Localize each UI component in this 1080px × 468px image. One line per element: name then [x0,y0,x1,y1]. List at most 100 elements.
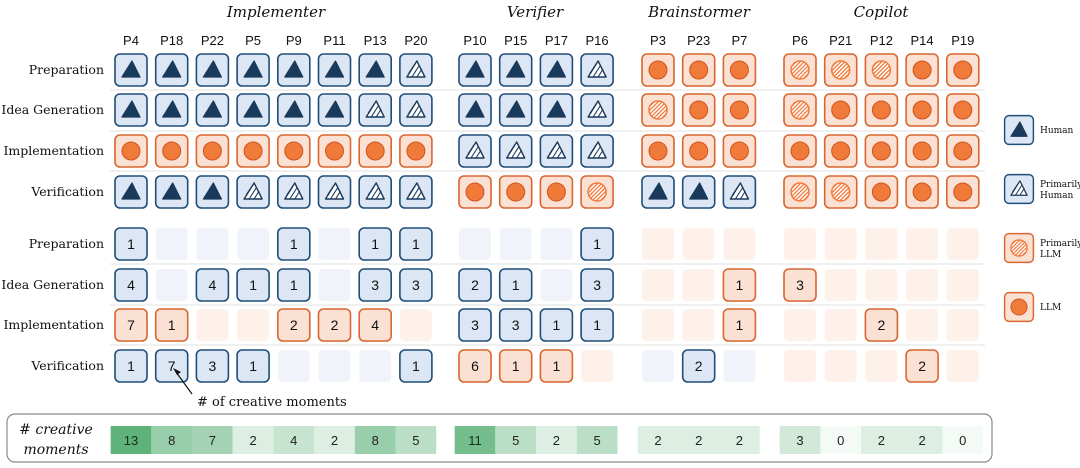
moment-cell: 3 [458,308,492,342]
summary-cell-fill [779,426,821,454]
llm-circle-icon [729,141,749,161]
summary-count: 2 [918,433,925,448]
annotation-text: # of creative moments [197,395,347,410]
summary-count: 5 [593,433,600,448]
moment-cell-empty [682,269,715,301]
human-triangle-icon [506,100,526,118]
summary-count: 2 [249,433,256,448]
moment-count: 7 [127,317,135,333]
human-triangle-icon [324,60,345,78]
moment-cell-empty [682,309,715,341]
moment-cell-empty [642,350,674,382]
summary-cell-fill [861,426,902,454]
role-cell [458,134,492,168]
role-cell [539,93,574,127]
summary-cell: 2 [861,426,902,454]
summary-cell: 7 [192,426,233,454]
primarily-llm-circle-icon [871,60,892,80]
moment-cell: 3 [580,268,614,302]
role-cell [580,93,614,127]
moment-count: 3 [593,277,601,293]
moment-cell-empty [642,269,674,301]
human-triangle-icon [162,100,182,118]
summary-count: 13 [124,433,138,448]
summary-count: 2 [695,433,702,448]
moment-cell-empty [784,309,816,341]
moment-cell-box [539,308,574,342]
moment-cell: 1 [722,308,757,342]
moment-cell: 4 [195,268,230,302]
moment-cell [784,228,816,260]
moment-cell-empty [865,269,898,301]
moment-cell [459,228,491,260]
moment-count: 3 [512,317,520,333]
moment-cell-empty [784,228,816,260]
moment-cell-box [458,308,492,342]
llm-circle-icon [729,100,749,120]
moment-cell-empty [318,269,351,301]
moment-cell [499,228,532,260]
moment-cell-box [498,268,533,302]
summary-cell: 8 [151,426,193,454]
moment-cell-empty [642,228,674,260]
moment-cell-box [539,349,574,383]
role-cell [114,134,148,168]
role-cell [195,134,230,168]
moment-cell-box [399,268,433,302]
llm-circle-icon [406,141,426,161]
moment-cell: 1 [276,227,311,261]
role-stage-label: Verification [30,184,104,199]
role-cell [458,53,492,87]
moment-cell-empty [237,228,270,260]
participant-id: P16 [586,33,609,48]
moment-cell [399,309,432,341]
moment-count: 4 [209,277,217,293]
primarily-human-triangle-icon [406,182,426,200]
legend-swatch [1003,173,1035,205]
role-cell [681,53,716,87]
moment-cell-box [580,308,614,342]
llm-circle-icon [506,182,526,202]
human-triangle-icon [162,182,182,200]
role-cell [317,93,352,127]
moment-cell-box [276,268,311,302]
moment-cell [540,228,573,260]
moment-cell: 4 [358,308,393,342]
moment-count: 2 [331,317,339,333]
moment-cell-box [681,349,716,383]
role-cell [580,53,614,87]
moment-cell-empty [824,269,857,301]
primarily-human-triangle-icon [729,182,750,200]
moment-cell [784,309,816,341]
moment-cell-empty [682,228,715,260]
moment-cell: 1 [358,227,393,261]
moment-count: 3 [796,277,804,293]
moments-stage-label: Idea Generation [1,277,104,292]
role-cell [641,175,675,209]
legend-label: Human [1040,126,1074,136]
role-cell [154,134,189,168]
moment-count: 1 [290,236,298,252]
moment-cell [237,309,270,341]
llm-circle-icon [912,182,932,202]
role-cell [905,175,939,209]
summary-cell-fill [576,426,618,454]
summary-count: 4 [290,433,297,448]
role-cell [783,134,817,168]
role-cell [681,93,716,127]
role-cell [498,134,533,168]
llm-circle-icon [162,141,182,161]
llm-circle-icon [243,141,263,161]
summary-cell-fill [354,426,396,454]
moment-cell-empty [784,350,816,382]
group-header-implementer: Implementer [226,3,326,21]
human-triangle-icon [121,100,141,118]
primarily-human-triangle-icon [243,182,263,200]
moment-count: 1 [553,358,561,374]
participant-id: P12 [870,33,893,48]
moments-stage-label: Verification [30,358,104,373]
moment-cell [946,228,979,260]
summary-cell-fill [110,426,152,454]
